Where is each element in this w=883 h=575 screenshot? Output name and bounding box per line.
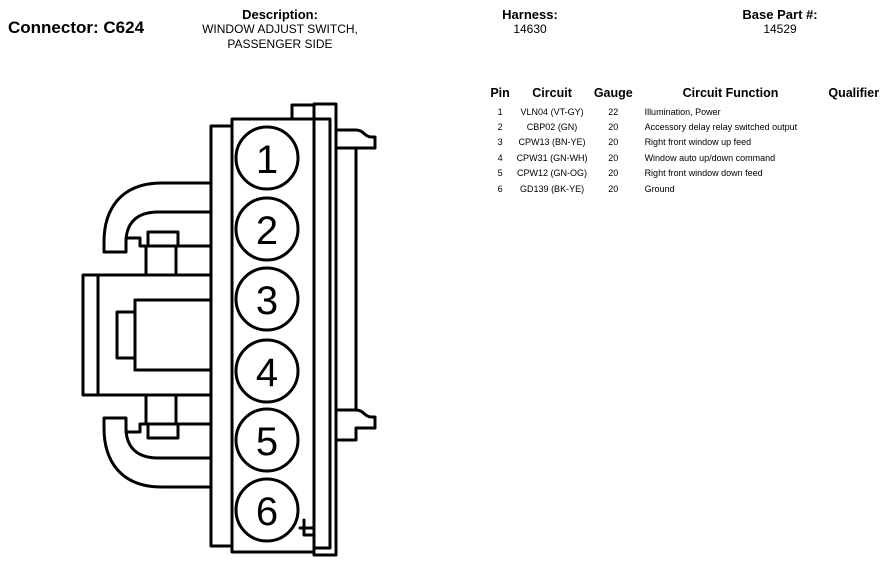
cell-circuit: CPW31 (GN-WH) bbox=[516, 152, 588, 163]
cell-function: Right front window down feed bbox=[644, 168, 763, 179]
cell-qualifier bbox=[824, 181, 883, 196]
cell-qualifier bbox=[824, 135, 883, 150]
cell-gauge: 20 bbox=[608, 152, 619, 163]
harness-label: Harness: bbox=[502, 7, 558, 22]
cell-circuit: CPW12 (GN-OG) bbox=[517, 168, 588, 179]
cell-circuit: CPW13 (BN-YE) bbox=[518, 137, 586, 148]
pin-cavity-5 bbox=[234, 407, 300, 473]
table-row: 5 CPW12 (GN-OG) 20 Right front window do… bbox=[486, 166, 883, 181]
latch-housing bbox=[81, 273, 213, 397]
pin-label-2: 2 bbox=[256, 209, 278, 253]
cell-gauge: 20 bbox=[608, 122, 619, 133]
cell-pin: 5 bbox=[497, 168, 503, 179]
description-block: Description: WINDOW ADJUST SWITCH, PASSE… bbox=[175, 7, 385, 52]
cell-qualifier bbox=[824, 104, 883, 119]
cell-gauge: 20 bbox=[608, 137, 619, 148]
upper-lock-hook bbox=[102, 181, 213, 277]
table-header-row: Pin Circuit Gauge Circuit Function Quali… bbox=[486, 86, 883, 104]
description-label: Description: bbox=[242, 7, 318, 22]
cell-gauge: 22 bbox=[608, 106, 619, 117]
cell-function: Ground bbox=[644, 183, 675, 194]
table-row: 3 CPW13 (BN-YE) 20 Right front window up… bbox=[486, 135, 883, 150]
connector-label: Connector: bbox=[8, 18, 99, 37]
header-gauge: Gauge bbox=[593, 86, 633, 100]
header-pin: Pin bbox=[490, 86, 510, 100]
lower-lock-hook bbox=[102, 393, 213, 489]
connector-face-diagram: 1 2 3 4 5 6 bbox=[81, 102, 377, 557]
cell-qualifier bbox=[824, 150, 883, 165]
pin-label-6: 6 bbox=[256, 490, 278, 534]
right-tabs bbox=[334, 128, 377, 442]
description-value: WINDOW ADJUST SWITCH, PASSENGER SIDE bbox=[175, 22, 385, 52]
table-row: 4 CPW31 (GN-WH) 20 Window auto up/down c… bbox=[486, 150, 883, 165]
cell-gauge: 20 bbox=[608, 183, 619, 194]
cell-pin: 2 bbox=[497, 122, 503, 133]
pin-cavities bbox=[234, 125, 300, 543]
pin-label-1: 1 bbox=[256, 138, 278, 182]
header-circuit: Circuit bbox=[532, 86, 572, 100]
latch-body bbox=[81, 273, 213, 397]
base-part-block: Base Part #: 14529 bbox=[720, 7, 840, 37]
cell-pin: 6 bbox=[497, 183, 503, 194]
header-function: Circuit Function bbox=[682, 86, 779, 100]
cell-pin: 3 bbox=[497, 137, 503, 148]
table-row: 1 VLN04 (VT-GY) 22 Illumination, Power bbox=[486, 104, 883, 119]
cell-pin: 4 bbox=[497, 152, 503, 163]
pinout-table: Pin Circuit Gauge Circuit Function Quali… bbox=[486, 86, 883, 196]
table-row: 2 CBP02 (GN) 20 Accessory delay relay sw… bbox=[486, 119, 883, 134]
pin-label-5: 5 bbox=[256, 420, 278, 464]
pin-cavity-2 bbox=[234, 196, 300, 262]
pin-numbers: 1 2 3 4 5 6 bbox=[256, 138, 278, 534]
connector-id: C624 bbox=[103, 18, 145, 37]
pin-label-4: 4 bbox=[256, 351, 278, 395]
latch-slot bbox=[115, 310, 137, 360]
table-row: 6 GD139 (BK-YE) 20 Ground bbox=[486, 181, 883, 196]
cell-gauge: 20 bbox=[608, 168, 619, 179]
pin-cavity-4 bbox=[234, 338, 300, 404]
pin-cavity-1 bbox=[234, 125, 300, 191]
cell-pin: 1 bbox=[497, 106, 503, 117]
base-part-label: Base Part #: bbox=[742, 7, 818, 22]
cell-function: Window auto up/down command bbox=[644, 152, 776, 163]
pin-cavity-6 bbox=[234, 477, 300, 543]
cell-qualifier bbox=[824, 119, 883, 134]
cell-circuit: CBP02 (GN) bbox=[526, 122, 578, 133]
cell-function: Accessory delay relay switched output bbox=[644, 122, 798, 133]
cell-circuit: GD139 (BK-YE) bbox=[520, 183, 585, 194]
cell-circuit: VLN04 (VT-GY) bbox=[520, 106, 584, 117]
description-line-1: WINDOW ADJUST SWITCH, bbox=[202, 22, 358, 36]
base-part-value: 14529 bbox=[763, 22, 797, 36]
pin-label-3: 3 bbox=[256, 279, 278, 323]
pin-cavity-3 bbox=[234, 266, 300, 332]
cell-function: Illumination, Power bbox=[644, 106, 721, 117]
cell-qualifier bbox=[824, 166, 883, 181]
description-line-2: PASSENGER SIDE bbox=[227, 37, 333, 51]
cell-function: Right front window up feed bbox=[644, 137, 752, 148]
connector-title: Connector: C624 bbox=[8, 18, 144, 38]
harness-block: Harness: 14630 bbox=[470, 7, 590, 37]
header-qualifier: Qualifier bbox=[828, 86, 880, 100]
harness-value: 14630 bbox=[513, 22, 547, 36]
